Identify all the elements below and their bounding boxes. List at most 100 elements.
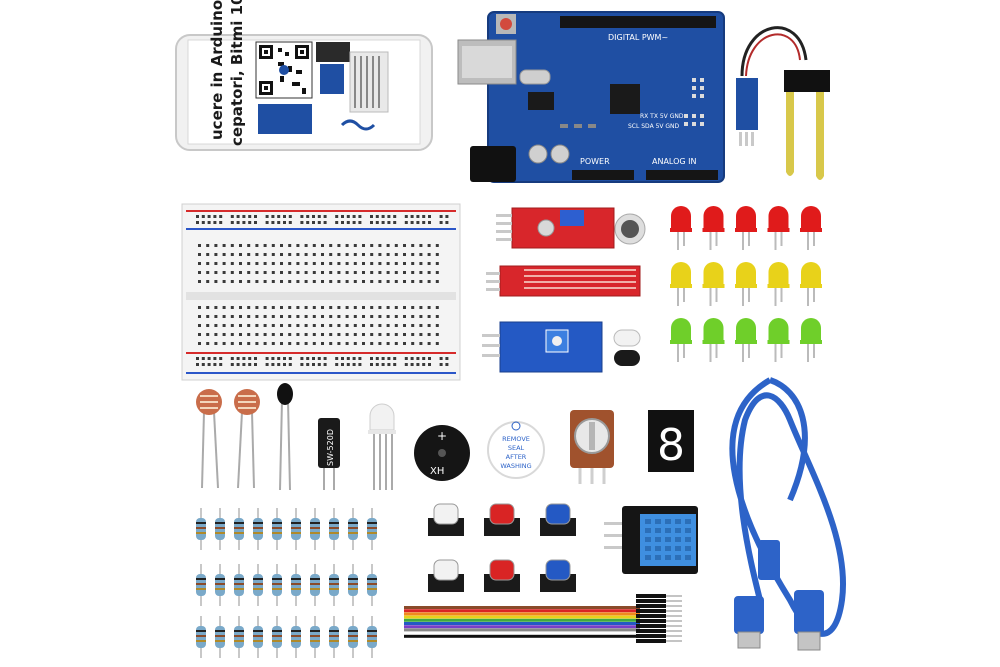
resistor	[329, 616, 339, 658]
ir-obstacle-sensor	[482, 321, 641, 373]
analog-label: ANALOG IN	[652, 157, 697, 166]
sticker-line3: AFTER	[506, 453, 527, 461]
jumper-wire-end	[636, 634, 682, 638]
resistor	[291, 508, 301, 550]
pins-label: RX TX 5V GND	[640, 113, 684, 120]
resistor	[272, 564, 282, 606]
sound-sensor-module	[496, 207, 646, 249]
soil-moisture-sensor	[736, 26, 830, 180]
resistor	[310, 564, 320, 606]
resistor	[367, 564, 377, 606]
resistor	[234, 564, 244, 606]
jumper-wire-end	[636, 639, 682, 643]
resistor	[253, 564, 263, 606]
led	[670, 206, 692, 250]
instruction-booklet-box: ucere in Arduino cepatori, Bitmi 101	[175, 0, 433, 151]
jumper-wire-end	[636, 594, 682, 598]
seven-segment-display: 8	[648, 410, 694, 472]
led	[767, 206, 790, 250]
led	[735, 262, 757, 306]
buzzer-xh-mark: XH	[430, 466, 444, 477]
jumper-wire-end	[636, 614, 682, 618]
jumper-wire-end	[636, 619, 682, 623]
resistor	[291, 616, 301, 658]
dht11-sensor-module	[604, 506, 698, 574]
usb-cable	[729, 377, 847, 651]
resistor	[367, 508, 377, 550]
led	[670, 262, 692, 306]
led	[767, 318, 790, 362]
digital-header-label: DIGITAL PWM~	[608, 33, 668, 42]
resistor	[367, 616, 377, 658]
led	[767, 262, 790, 306]
led	[670, 318, 692, 362]
booklet-title-line1: ucere in Arduino	[208, 0, 226, 140]
jumper-wire-ribbon	[404, 594, 682, 643]
push-button	[540, 503, 576, 536]
resistor	[215, 564, 225, 606]
photoresistor-2	[234, 389, 260, 489]
microcontroller-chip	[610, 84, 640, 114]
resistor	[196, 508, 206, 550]
led-grid	[670, 206, 822, 362]
potentiometer	[570, 410, 614, 484]
display-digit: 8	[657, 420, 685, 471]
booklet-title-line2: cepatori, Bitmi 101	[228, 0, 246, 146]
led	[800, 262, 822, 306]
led	[800, 206, 822, 250]
sticker-line2: SEAL	[508, 444, 525, 452]
resistor	[329, 564, 339, 606]
sticker-line1: REMOVE	[502, 435, 530, 443]
resistor	[196, 564, 206, 606]
led	[735, 318, 757, 362]
led	[702, 262, 725, 306]
resistor	[310, 616, 320, 658]
resistor	[348, 564, 358, 606]
resistor	[272, 508, 282, 550]
dc-power-jack	[470, 146, 516, 182]
resistor	[234, 508, 244, 550]
resistor	[234, 616, 244, 658]
jumper-wire-end	[636, 599, 682, 603]
pins-label-2: SCL SDA 5V GND	[628, 123, 680, 130]
resistor	[272, 616, 282, 658]
resistor	[253, 616, 263, 658]
resistor	[329, 508, 339, 550]
arduino-uno-board: DIGITAL PWM~ POWER ANALOG IN RX TX 5V GN…	[457, 11, 725, 183]
resistor	[253, 508, 263, 550]
tilt-switch: SW-520D	[318, 418, 340, 490]
rgb-led	[368, 403, 396, 490]
push-button	[540, 559, 576, 592]
active-buzzer: + XH	[414, 425, 470, 481]
led	[735, 206, 757, 250]
jumper-wire-end	[636, 609, 682, 613]
resistor	[348, 508, 358, 550]
led	[800, 318, 822, 362]
jumper-wire-end	[636, 629, 682, 633]
water-level-sensor	[486, 265, 641, 297]
led	[702, 206, 725, 250]
power-label: POWER	[580, 157, 610, 166]
resistor	[215, 508, 225, 550]
breadboard	[181, 203, 461, 381]
photoresistor-1	[196, 389, 222, 489]
push-button	[428, 503, 464, 536]
passive-buzzer: REMOVE SEAL AFTER WASHING	[487, 421, 545, 479]
buzzer-plus-mark: +	[437, 429, 447, 443]
led	[702, 318, 725, 362]
push-button-array	[428, 503, 576, 592]
resistor	[291, 564, 301, 606]
thermistor	[277, 383, 293, 491]
resistor	[310, 508, 320, 550]
jumper-wire-end	[636, 604, 682, 608]
resistor	[196, 616, 206, 658]
resistor	[215, 616, 225, 658]
resistor	[348, 616, 358, 658]
push-button	[428, 559, 464, 592]
jumper-wire-end	[636, 624, 682, 628]
breadboard-holes	[196, 215, 449, 366]
qr-code	[255, 41, 313, 99]
push-button	[484, 559, 520, 592]
sticker-line4: WASHING	[500, 462, 531, 470]
